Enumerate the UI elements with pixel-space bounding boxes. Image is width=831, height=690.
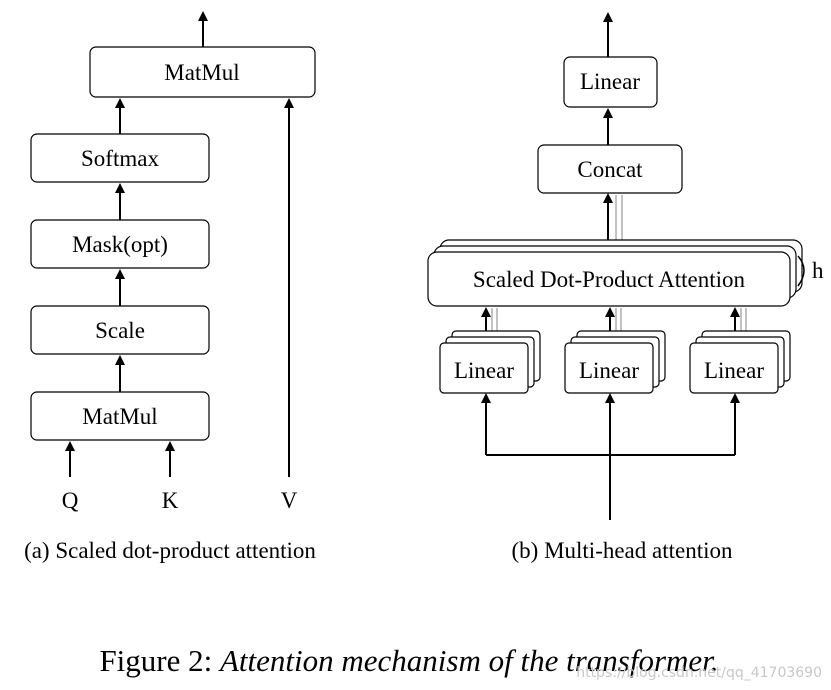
matmul-bottom-block: MatMul	[30, 391, 210, 441]
linear-top-block: Linear	[563, 56, 658, 108]
linear-left-stack: Linear	[439, 330, 541, 394]
mask-block: Mask(opt)	[30, 219, 210, 269]
multi-head-diagram: Linear Concat Scaled Dot-Product Attenti…	[427, 12, 824, 563]
softmax-label: Softmax	[81, 146, 159, 171]
h-brace	[797, 255, 805, 287]
watermark: https://blog.csdn.net/qq_41703690	[576, 665, 822, 681]
caption-b: (b) Multi-head attention	[512, 538, 733, 563]
scaled-dot-product-diagram: MatMul Softmax Mask(opt) Scale MatMul Q …	[24, 11, 316, 563]
matmul-bottom-label: MatMul	[82, 404, 157, 429]
softmax-block: Softmax	[30, 133, 210, 183]
mask-label: Mask(opt)	[72, 232, 168, 257]
linear-right-label: Linear	[704, 358, 764, 383]
h-label: h	[812, 258, 824, 283]
figure-caption-prefix: Figure 2:	[99, 643, 212, 678]
matmul-top-block: MatMul	[89, 46, 316, 98]
caption-a: (a) Scaled dot-product attention	[24, 538, 316, 563]
input-v-label: V	[281, 488, 298, 513]
input-fanout-lines	[486, 454, 735, 520]
linear-left-label: Linear	[454, 358, 514, 383]
figure-caption-title: Attention mechanism of the transformer.	[218, 643, 719, 678]
scale-label: Scale	[95, 318, 145, 343]
scale-block: Scale	[30, 305, 210, 355]
input-k-label: K	[162, 488, 179, 513]
linear-right-stack: Linear	[689, 330, 791, 394]
concat-label: Concat	[577, 157, 643, 182]
attention-stack: Scaled Dot-Product Attention	[427, 239, 803, 307]
input-q-label: Q	[62, 488, 79, 513]
linear-middle-stack: Linear	[564, 330, 666, 394]
concat-block: Concat	[537, 144, 683, 194]
linear-top-label: Linear	[580, 69, 640, 94]
matmul-top-label: MatMul	[164, 60, 239, 85]
attention-label: Scaled Dot-Product Attention	[473, 267, 746, 292]
linear-middle-label: Linear	[579, 358, 639, 383]
figure-caption: Figure 2: Attention mechanism of the tra…	[99, 643, 718, 678]
